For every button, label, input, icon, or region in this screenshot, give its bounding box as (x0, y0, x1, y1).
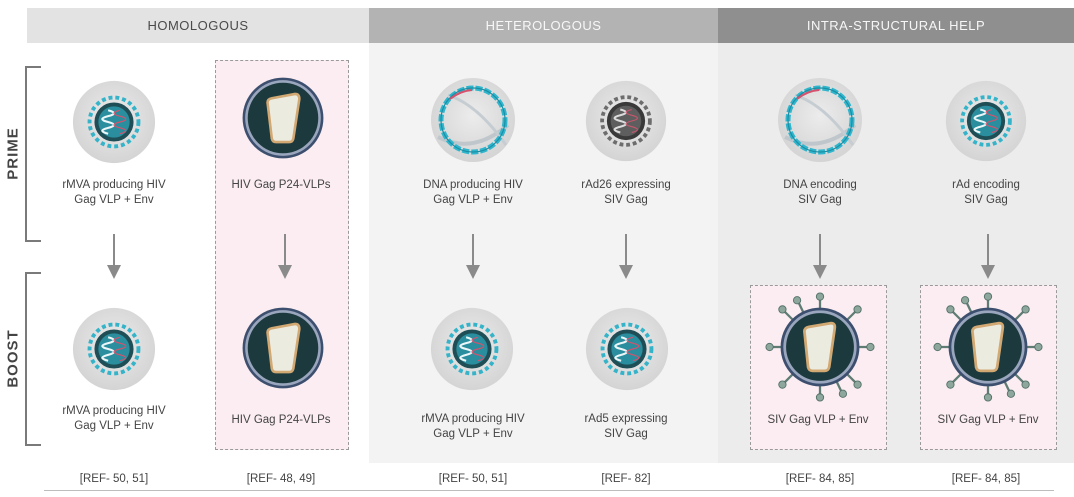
mva-virus-icon (70, 305, 158, 393)
dna-plasmid-icon (428, 75, 518, 165)
mva-virus-icon (70, 78, 158, 166)
prime-bracket (25, 66, 41, 242)
prime-label-col4: rAd26 expressing SIV Gag (581, 179, 671, 206)
prime-label-col6: rAd encoding SIV Gag (952, 179, 1020, 206)
header-heterologous: HETEROLOGOUS (369, 8, 718, 43)
boost-label-col3: rMVA producing HIV Gag VLP + Env (421, 413, 525, 440)
ref-col2: [REF- 48, 49] (246, 473, 316, 485)
mva-virus-icon (428, 305, 516, 393)
bottom-divider (44, 490, 1054, 491)
ref-col4: [REF- 82] (601, 473, 651, 485)
adenovirus-icon (583, 78, 669, 164)
boost-label-col4: rAd5 expressing SIV Gag (584, 413, 668, 440)
boost-label-col6: SIV Gag VLP + Env (937, 414, 1039, 426)
prime-label-col2: HIV Gag P24-VLPs (231, 179, 331, 191)
boost-label: BOOST (4, 329, 22, 388)
ref-col3: [REF- 50, 51] (438, 473, 508, 485)
vlp-particle-icon (240, 305, 326, 391)
boost-label-col1: rMVA producing HIV Gag VLP + Env (62, 405, 166, 432)
prime-label-col1: rMVA producing HIV Gag VLP + Env (62, 179, 166, 206)
header-intra-structural: INTRA-STRUCTURAL HELP (718, 8, 1074, 43)
ref-col6: [REF- 84, 85] (951, 473, 1021, 485)
header-homologous-label: HOMOLOGOUS (147, 18, 249, 33)
header-intra-structural-label: INTRA-STRUCTURAL HELP (806, 18, 986, 33)
vlp-particle-icon (240, 75, 326, 161)
header-heterologous-label: HETEROLOGOUS (485, 18, 602, 33)
env-vlp-particle-icon (933, 292, 1043, 402)
prime-label-col5: DNA encoding SIV Gag (783, 179, 857, 206)
header-homologous: HOMOLOGOUS (27, 8, 369, 43)
prime-label-col3: DNA producing HIV Gag VLP + Env (423, 179, 523, 206)
arrow-col6 (981, 234, 995, 279)
arrow-col2 (278, 234, 292, 279)
boost-label-col2: HIV Gag P24-VLPs (231, 414, 331, 426)
env-vlp-particle-icon (765, 292, 875, 402)
dna-plasmid-icon (775, 75, 865, 165)
ref-col5: [REF- 84, 85] (785, 473, 855, 485)
boost-bracket (25, 272, 41, 446)
arrow-col3 (466, 234, 480, 279)
ref-col1: [REF- 50, 51] (79, 473, 149, 485)
arrow-col5 (813, 234, 827, 279)
arrow-col4 (619, 234, 633, 279)
mva-virus-icon (583, 305, 671, 393)
mva-virus-icon (943, 78, 1029, 164)
prime-label: PRIME (4, 127, 22, 180)
arrow-col1 (107, 234, 121, 279)
boost-label-col5: SIV Gag VLP + Env (767, 414, 869, 426)
